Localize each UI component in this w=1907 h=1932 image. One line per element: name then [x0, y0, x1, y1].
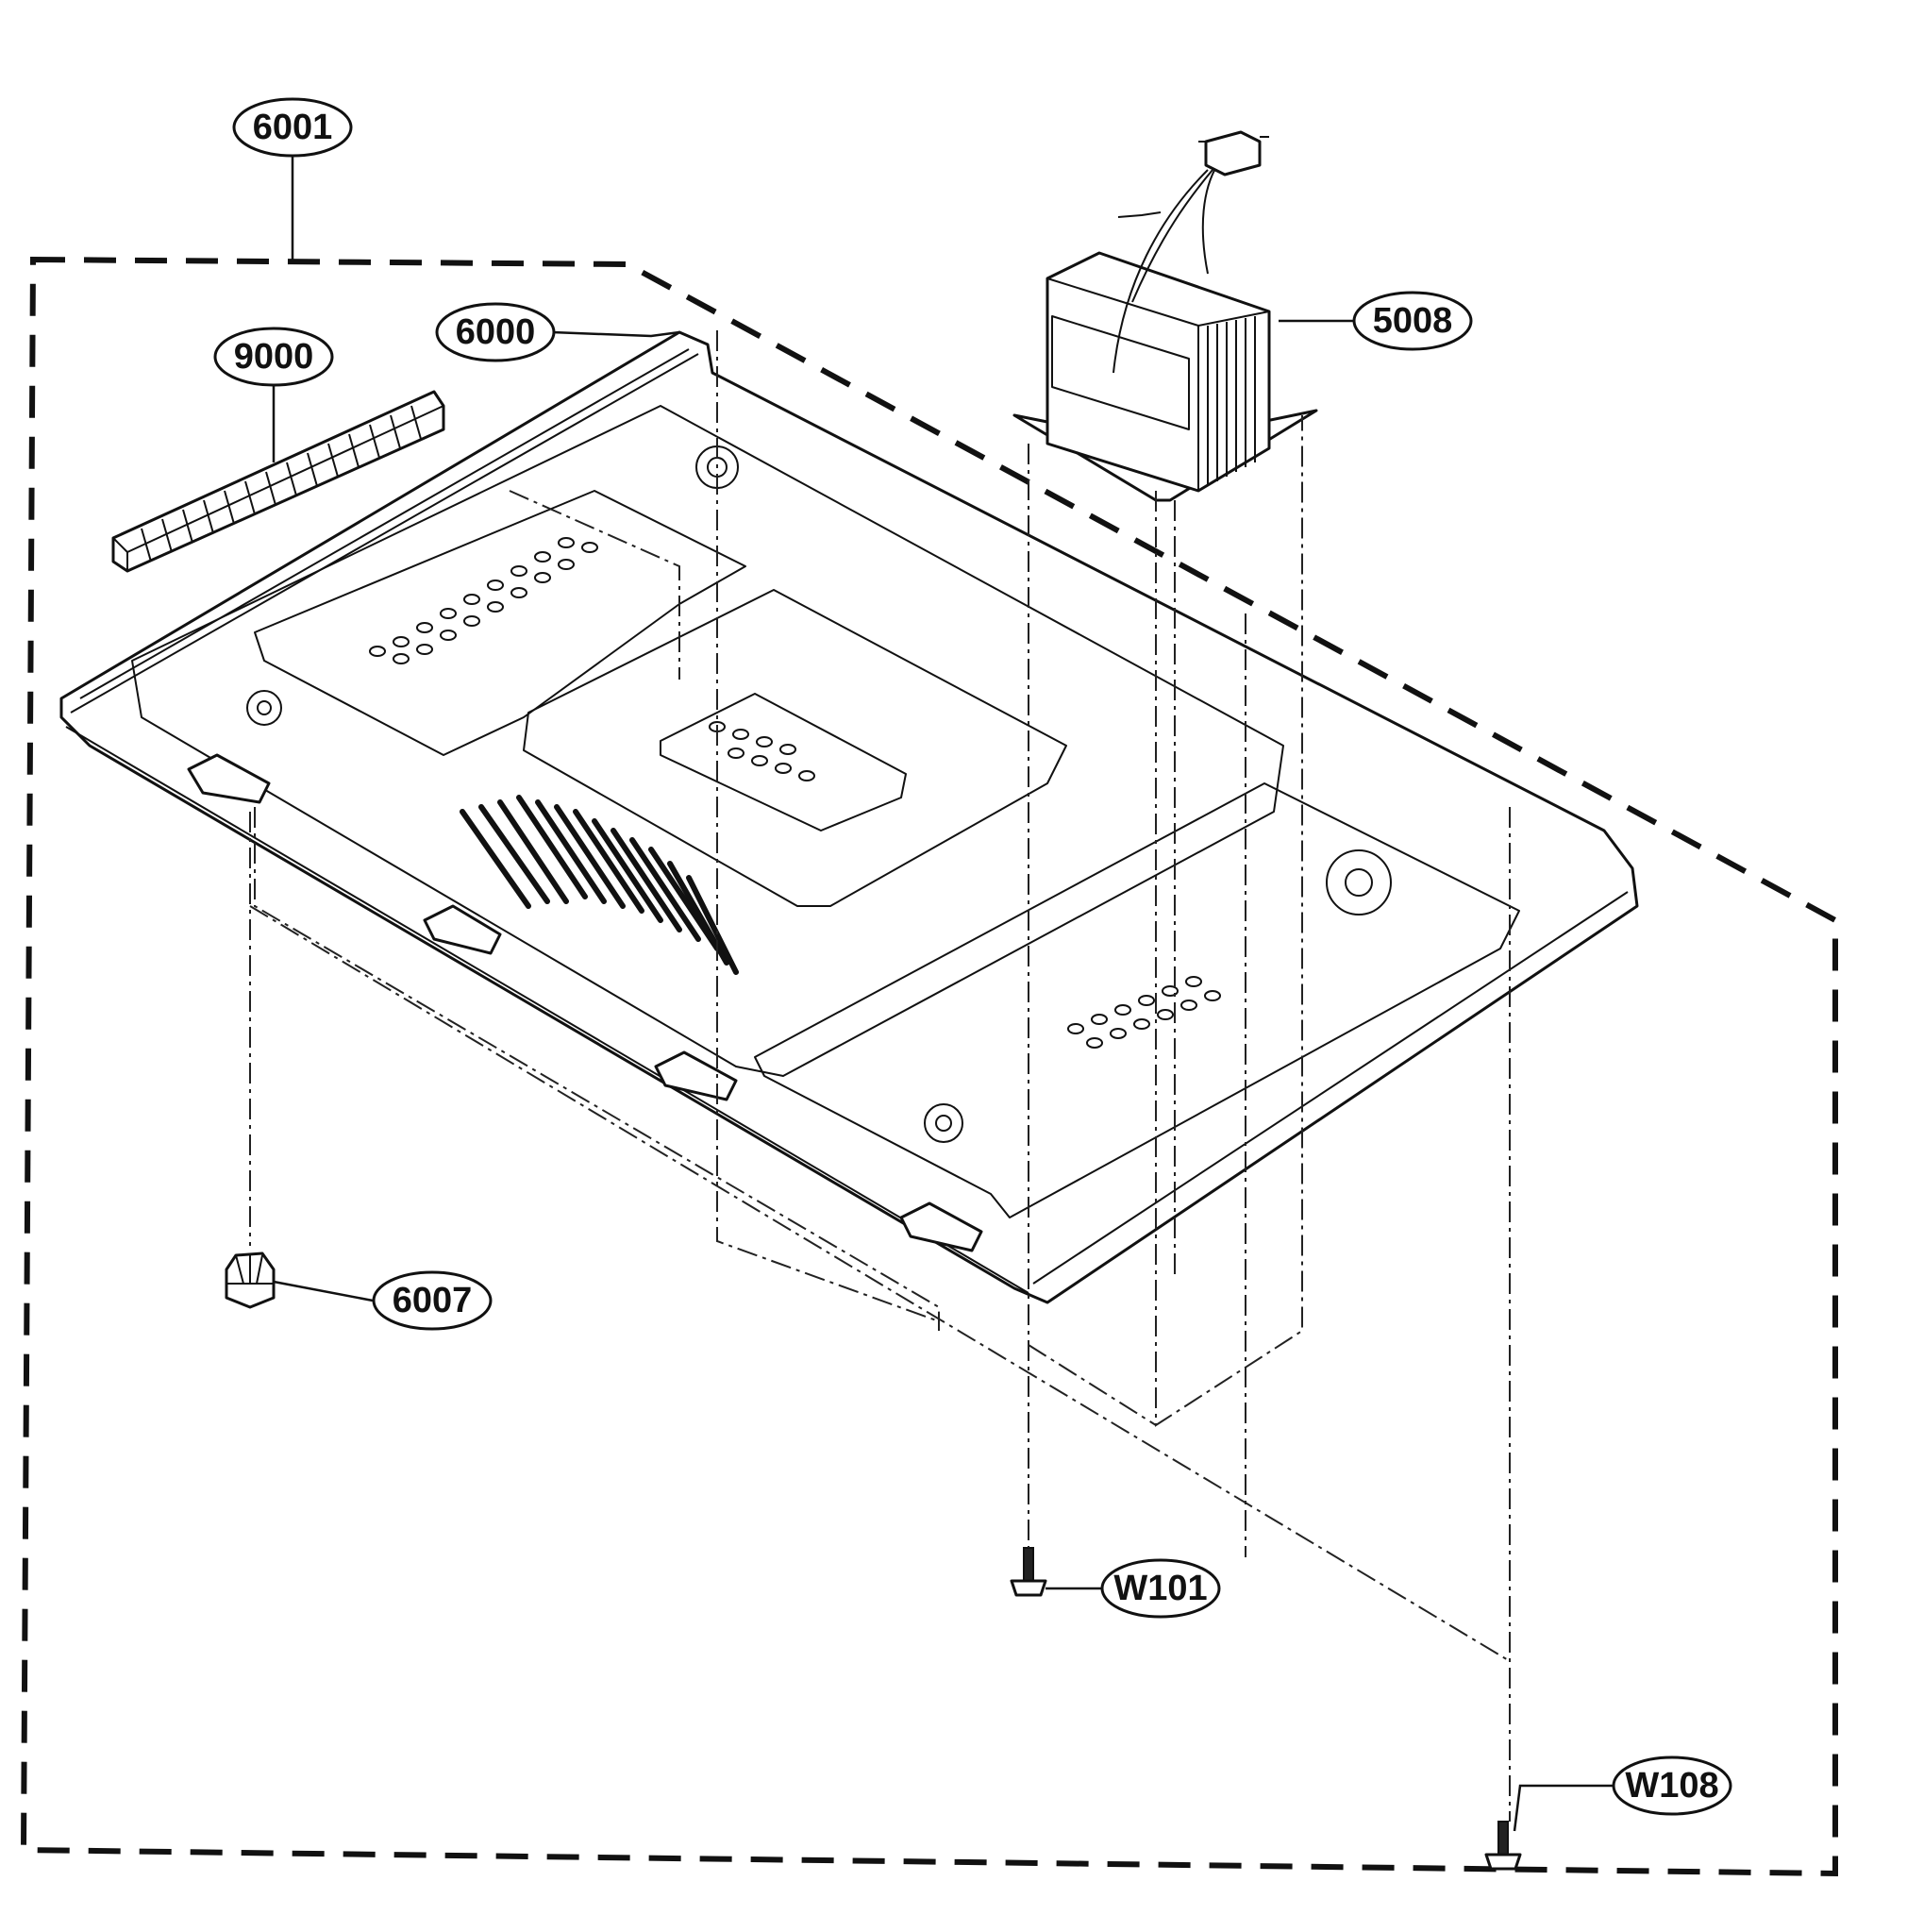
callout-6007-label: 6007: [393, 1281, 473, 1320]
callout-6007: 6007: [372, 1270, 493, 1331]
base-plate-left-flange: [70, 348, 699, 714]
callout-9000-label: 9000: [234, 337, 314, 377]
callout-6000-label: 6000: [456, 312, 536, 352]
assembly-lines: [249, 330, 1511, 1822]
hole: [1345, 868, 1373, 897]
leader-lines: [272, 156, 1614, 1832]
mounting-tab: [423, 904, 502, 955]
base-plate-front-rim: [65, 726, 1629, 1294]
hole: [257, 700, 272, 715]
base-plate-left-vent-panel: [254, 490, 746, 756]
terminal-strip: [111, 390, 445, 573]
base-plate-center-platform: [523, 589, 1067, 907]
callout-6001-label: 6001: [253, 108, 333, 147]
callout-5008: 5008: [1352, 291, 1473, 351]
screw-w108: [1484, 1821, 1522, 1871]
mounting-tab: [899, 1201, 983, 1252]
callout-w108: W108: [1612, 1756, 1732, 1816]
base-plate-right-channel: [754, 782, 1520, 1218]
callout-w101-label: W101: [1113, 1569, 1207, 1608]
assembly-boundary: [20, 256, 1838, 1877]
foot: [225, 1252, 276, 1309]
callout-9000: 9000: [213, 327, 334, 387]
callout-w101: W101: [1100, 1558, 1221, 1619]
callout-5008-label: 5008: [1373, 301, 1453, 341]
screw-w101: [1010, 1547, 1047, 1597]
base-plate: [59, 330, 1639, 1304]
mounting-tab: [654, 1050, 738, 1101]
base-plate-outline: [59, 330, 1639, 1304]
perforation-dots: [369, 537, 1221, 1049]
callout-6001: 6001: [232, 97, 353, 158]
vent-slots: [460, 795, 739, 975]
callout-6000: 6000: [435, 302, 556, 362]
transformer: [1012, 130, 1318, 502]
mounting-tab: [187, 753, 271, 804]
base-plate-vent-square: [660, 693, 907, 832]
hole: [935, 1115, 952, 1132]
callout-w108-label: W108: [1625, 1766, 1718, 1806]
